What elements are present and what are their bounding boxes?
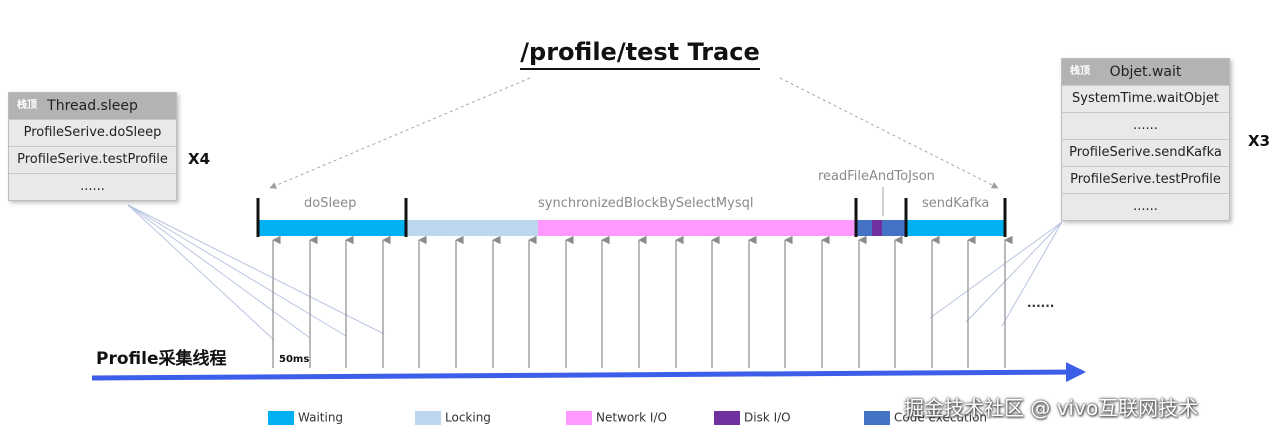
- legend-swatch: [268, 410, 294, 425]
- legend-label: Code execution: [894, 410, 988, 425]
- segment-label-sendkafka: sendKafka: [922, 196, 990, 211]
- legend-swatch: [714, 410, 740, 425]
- left-stack-fan: [127, 204, 385, 341]
- segment-bar-locking: [406, 220, 538, 236]
- left-sample-count: X4: [188, 150, 211, 168]
- legend-label: Disk I/O: [744, 410, 791, 425]
- segment-label-synchronized: synchronizedBlockBySelectMysql: [538, 196, 754, 211]
- legend-item-disk-io: Disk I/O: [714, 410, 791, 426]
- segment-bar-disk-io: [872, 220, 882, 236]
- stack-top-tag: 栈顶: [17, 100, 37, 111]
- stack-frame: ProfileSerive.testProfile: [9, 146, 176, 173]
- stack-frame: ProfileSerive.testProfile: [1062, 166, 1229, 193]
- segment-label-readfile: readFileAndToJson: [818, 169, 935, 184]
- segment-dividers: [256, 198, 1007, 237]
- legend-item-code-execution: Code execution: [864, 410, 987, 426]
- stack-frame: SystemTime.waitObjet: [1062, 85, 1229, 112]
- segment-bar-waiting-dosleep: [258, 220, 406, 236]
- profile-thread-arrow: [91, 362, 1086, 383]
- stack-frame-label: Objet.wait: [1109, 64, 1182, 80]
- stack-top-tag: 栈顶: [1070, 66, 1090, 77]
- sample-arrows: [272, 235, 1013, 368]
- more-samples-ellipsis: ......: [1027, 296, 1055, 310]
- title-connector-left: [269, 77, 531, 189]
- right-sample-count: X3: [1248, 132, 1271, 150]
- stack-frame-top: 栈顶 Objet.wait: [1062, 59, 1229, 85]
- right-call-stack: 栈顶 Objet.wait SystemTime.waitObjet .....…: [1061, 58, 1230, 221]
- title-connector-right: [779, 77, 999, 189]
- profile-thread-label: Profile采集线程: [96, 349, 227, 369]
- legend-swatch: [566, 410, 592, 425]
- legend-swatch: [864, 410, 890, 425]
- stack-frame: ......: [1062, 112, 1229, 139]
- watermark: 掘金技术社区 @ vivo互联网技术: [904, 396, 1199, 420]
- page-title: /profile/test Trace: [0, 38, 1280, 70]
- legend-item-waiting: Waiting: [268, 410, 343, 426]
- stack-frame: ......: [1062, 193, 1229, 220]
- stack-frame-label: Thread.sleep: [47, 98, 138, 114]
- sample-interval-label: 50ms: [279, 354, 310, 365]
- stack-frame: ProfileSerive.sendKafka: [1062, 139, 1229, 166]
- segment-label-dosleep: doSleep: [304, 196, 357, 211]
- segment-bar-code-execution-2: [882, 220, 906, 236]
- legend-item-locking: Locking: [415, 410, 491, 426]
- segment-bar-waiting-sendkafka: [906, 220, 1004, 236]
- legend-item-network-io: Network I/O: [566, 410, 667, 426]
- stack-frame-top: 栈顶 Thread.sleep: [9, 93, 176, 119]
- legend-label: Waiting: [298, 410, 344, 425]
- legend-label: Network I/O: [596, 410, 667, 425]
- segment-bar-code-execution-1: [856, 220, 872, 236]
- stack-frame: ProfileSerive.doSleep: [9, 119, 176, 146]
- legend-label: Locking: [445, 410, 491, 425]
- segment-bar-network-io: [538, 220, 856, 236]
- left-call-stack: 栈顶 Thread.sleep ProfileSerive.doSleep Pr…: [8, 92, 177, 201]
- legend-swatch: [415, 410, 441, 425]
- right-stack-fan: [929, 221, 1063, 327]
- stack-frame: ......: [9, 173, 176, 200]
